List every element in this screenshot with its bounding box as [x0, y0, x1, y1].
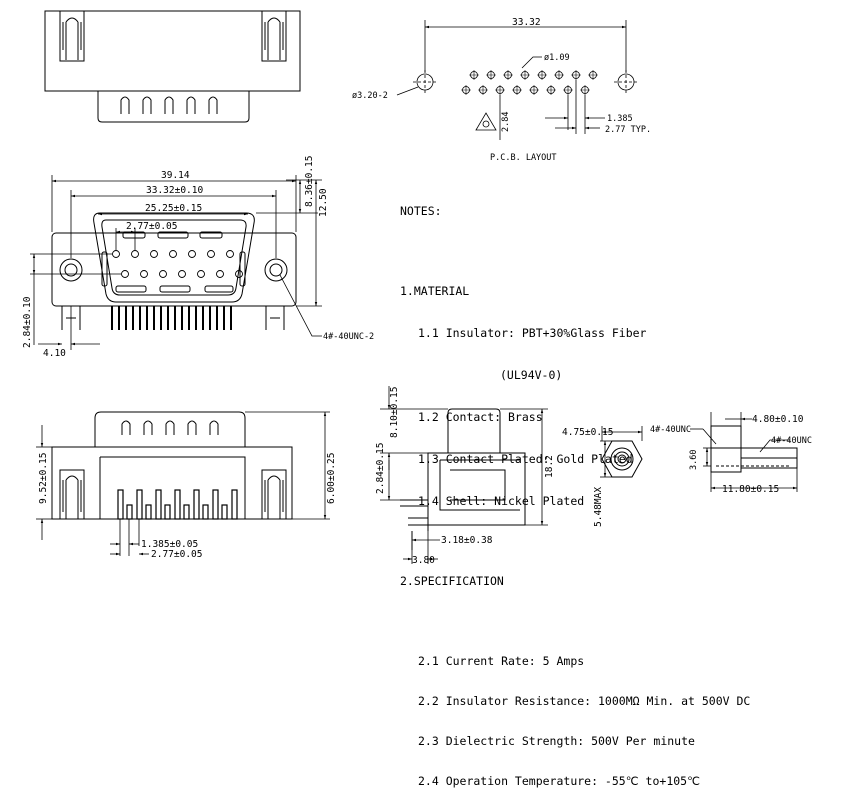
screw-thread-label-2: 4#-40UNC	[771, 436, 812, 446]
screw-dim-len: 11.80±0.15	[722, 484, 779, 495]
front-view-pin-tails	[111, 306, 232, 330]
bottom-dim-total: 6.00±0.25	[326, 453, 337, 504]
bottom-dim-pitch: 2.77±0.05	[151, 549, 202, 560]
bottom-dim-half: 1.385±0.05	[141, 539, 198, 550]
screw-dim-max: 5.48MAX	[593, 487, 604, 527]
pcb-dim-span: 33.32	[512, 17, 541, 28]
screw-dim-width: 4.80±0.10	[752, 414, 804, 425]
side-dim-total: 18.2	[544, 455, 555, 478]
top-view	[44, 10, 301, 123]
note-insulator-rating: (UL94V-0)	[500, 368, 563, 382]
front-dim-height2: 12.50	[318, 188, 329, 217]
note-insulator: 1.1 Insulator: PBT+30%Glass Fiber	[418, 326, 647, 340]
notes-heading: NOTES:	[400, 204, 442, 218]
notes-section-specification: 2.SPECIFICATION	[400, 574, 504, 588]
pcb-title: P.C.B. LAYOUT	[490, 153, 557, 163]
note-current-rate: 2.1 Current Rate: 5 Amps	[418, 654, 585, 668]
drawing-sheet: 33.32 ø1.09 ø3.20-2 2.84 1.385 2.77 TYP.…	[22, 10, 812, 566]
notes-section-material: 1.MATERIAL	[400, 284, 470, 298]
front-dim-mount: 33.32±0.10	[146, 185, 203, 196]
note-insulator-resistance: 2.2 Insulator Resistance: 1000MΩ Min. at…	[418, 694, 751, 708]
side-dim-top: 8.10±0.15	[389, 387, 400, 438]
bottom-view-pins	[117, 489, 238, 520]
side-dim-base: 3.80	[412, 555, 435, 566]
front-dim-height1: 8.36±0.15	[304, 156, 315, 207]
front-dim-overall: 39.14	[161, 170, 190, 181]
screw-dim-head: 3.60	[689, 450, 699, 470]
screw-dim-dia: 4.75±0.15	[562, 427, 613, 438]
note-contact: 1.2 Contact: Brass	[418, 410, 543, 424]
side-dim-mid: 2.84±0.15	[375, 443, 386, 494]
front-dim-pitch: 2.77±0.05	[126, 221, 177, 232]
pcb-dim-pitch: 2.77 TYP.	[605, 125, 651, 135]
front-dim-left: 2.84±0.10	[22, 296, 33, 348]
note-contact-plated: 1.3 Contact Plated: Gold Plated	[418, 452, 633, 466]
front-dim-offset: 4.10	[43, 348, 66, 359]
front-view-pins	[112, 250, 243, 278]
note-operation-temperature: 2.4 Operation Temperature: -55℃ to+105℃	[418, 774, 701, 788]
pcb-dim-hole: ø3.20-2	[352, 91, 388, 101]
pcb-dim-row-offset: 2.84	[501, 112, 511, 132]
bottom-view	[51, 411, 293, 520]
pcb-dim-pitch-half: 1.385	[607, 114, 633, 124]
front-callout: 4#-40UNC-2	[323, 332, 374, 342]
screw-lock-side-view	[710, 425, 798, 473]
screw-lock-end-view	[601, 440, 643, 478]
screw-thread-label: 4#-40UNC	[650, 425, 691, 435]
pcb-layout: 33.32 ø1.09 ø3.20-2 2.84 1.385 2.77 TYP.…	[352, 17, 651, 163]
bottom-dim-height: 9.52±0.15	[38, 453, 49, 504]
front-dim-row1: 25.25±0.15	[145, 203, 202, 214]
notes-block: NOTES: 1.MATERIAL 1.1 Insulator: PBT+30%…	[400, 176, 750, 800]
note-shell: 1.4 Shell: Nickel Plated	[418, 494, 585, 508]
pcb-dim-pin-dia: ø1.09	[544, 53, 570, 63]
note-dielectric-strength: 2.3 Dielectric Strength: 500V Per minute	[418, 734, 695, 748]
side-dim-pin: 3.18±0.38	[441, 535, 493, 546]
